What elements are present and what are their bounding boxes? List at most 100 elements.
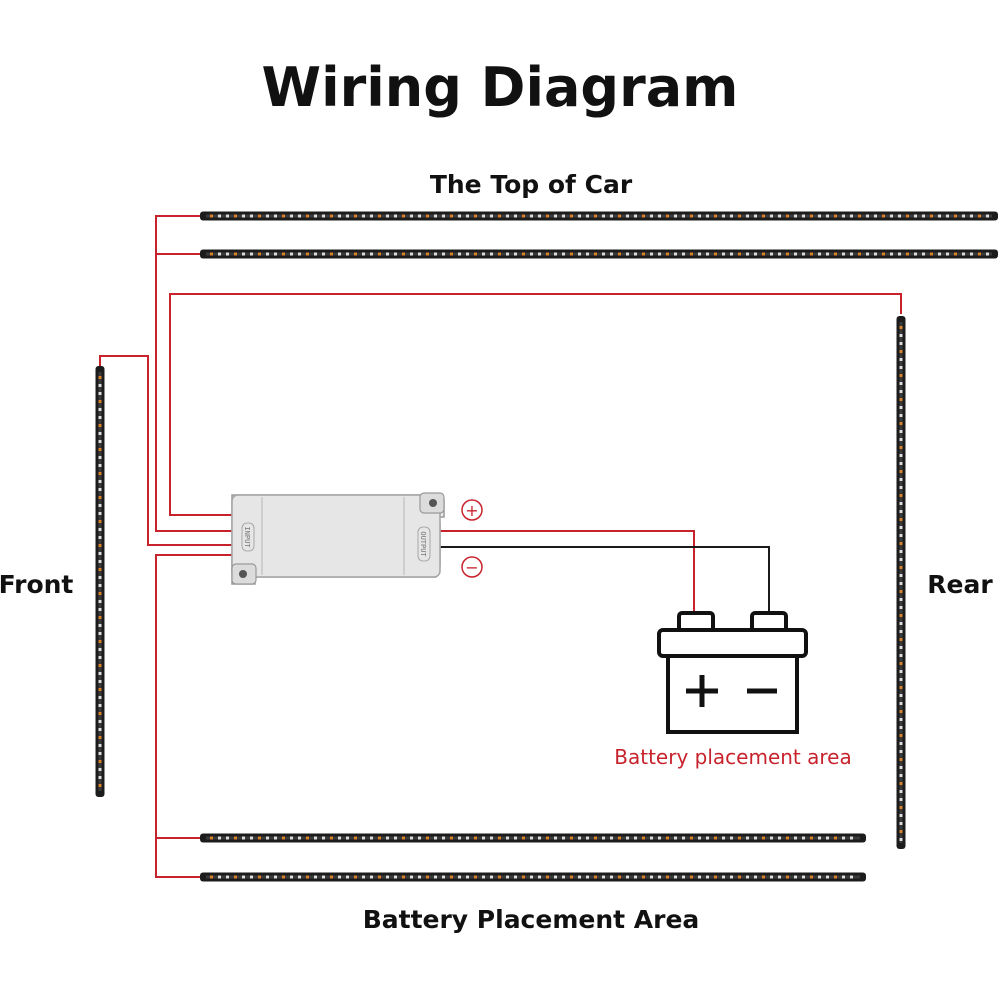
led-chip — [362, 252, 365, 256]
led-chip — [274, 252, 277, 256]
led-chip — [738, 836, 741, 840]
led-chip — [930, 252, 933, 256]
led-chip — [226, 252, 229, 256]
battery-area-caption: Battery placement area — [614, 745, 851, 769]
led-chip — [850, 214, 853, 218]
led-chip — [258, 252, 261, 256]
led-chip — [298, 214, 301, 218]
led-chip — [482, 252, 485, 256]
led-chip — [698, 214, 701, 218]
led-chip — [810, 214, 813, 218]
led-chip — [98, 424, 102, 427]
led-chip — [914, 214, 917, 218]
led-chip — [706, 875, 709, 879]
bottom-area-label: Battery Placement Area — [363, 905, 700, 934]
led-chip — [786, 252, 789, 256]
led-chip — [98, 576, 102, 579]
led-chip — [666, 836, 669, 840]
led-chip — [714, 836, 717, 840]
led-chip — [650, 836, 653, 840]
led-chip — [98, 520, 102, 523]
led-chip — [378, 875, 381, 879]
led-chip — [418, 875, 421, 879]
led-chip — [98, 720, 102, 723]
led-chip — [434, 875, 437, 879]
led-chip — [98, 584, 102, 587]
led-chip — [98, 648, 102, 651]
led-chip — [802, 836, 805, 840]
led-chip — [899, 422, 903, 425]
led-chip — [618, 875, 621, 879]
led-chip — [466, 836, 469, 840]
led-chip — [899, 390, 903, 393]
led-chip — [98, 600, 102, 603]
led-chip — [899, 398, 903, 401]
led-chip — [442, 252, 445, 256]
led-chip — [418, 836, 421, 840]
led-chip — [530, 875, 533, 879]
led-chip — [474, 252, 477, 256]
positive-wire — [440, 530, 695, 615]
led-chip — [899, 838, 903, 841]
led-chip — [754, 214, 757, 218]
led-chip — [899, 342, 903, 345]
led-chip — [258, 875, 261, 879]
led-chip — [346, 875, 349, 879]
led-chip — [434, 252, 437, 256]
led-chip — [899, 790, 903, 793]
led-chip — [522, 252, 525, 256]
led-chip — [426, 252, 429, 256]
led-chip — [954, 214, 957, 218]
led-chip — [346, 252, 349, 256]
led-chip — [506, 252, 509, 256]
negative-marker-ring — [461, 556, 483, 578]
led-chip — [474, 875, 477, 879]
led-chip — [666, 252, 669, 256]
led-chip — [914, 252, 917, 256]
led-chip — [618, 252, 621, 256]
led-strip-bottom-2 — [200, 872, 866, 882]
led-chip — [899, 566, 903, 569]
led-chip — [610, 836, 613, 840]
led-chip — [899, 438, 903, 441]
led-chip — [514, 252, 517, 256]
led-chip — [586, 836, 589, 840]
led-chip — [410, 875, 413, 879]
led-chip — [266, 875, 269, 879]
led-chip — [354, 836, 357, 840]
led-chip — [98, 464, 102, 467]
led-chip — [586, 875, 589, 879]
led-chip — [394, 252, 397, 256]
led-chip — [98, 544, 102, 547]
led-chip — [234, 252, 237, 256]
led-chip — [906, 252, 909, 256]
led-chip — [98, 560, 102, 563]
led-chip — [306, 875, 309, 879]
led-chip — [899, 622, 903, 625]
battery-icon — [657, 611, 808, 734]
led-chip — [98, 688, 102, 691]
led-chip — [442, 214, 445, 218]
led-chip — [698, 836, 701, 840]
led-chip — [98, 440, 102, 443]
led-chip — [402, 214, 405, 218]
led-chip — [378, 214, 381, 218]
led-chip — [506, 875, 509, 879]
led-chip — [899, 470, 903, 473]
led-chip — [898, 252, 901, 256]
led-chip — [762, 214, 765, 218]
led-chip — [242, 214, 245, 218]
led-chip — [899, 534, 903, 537]
led-chip — [730, 214, 733, 218]
led-chip — [386, 836, 389, 840]
led-chip — [899, 774, 903, 777]
led-chip — [418, 214, 421, 218]
positive-marker: + — [461, 499, 483, 521]
led-chip — [858, 214, 861, 218]
led-chip — [666, 875, 669, 879]
led-chip — [802, 214, 805, 218]
led-chip — [522, 214, 525, 218]
led-chip — [899, 630, 903, 633]
led-chip — [899, 806, 903, 809]
led-chip — [899, 750, 903, 753]
